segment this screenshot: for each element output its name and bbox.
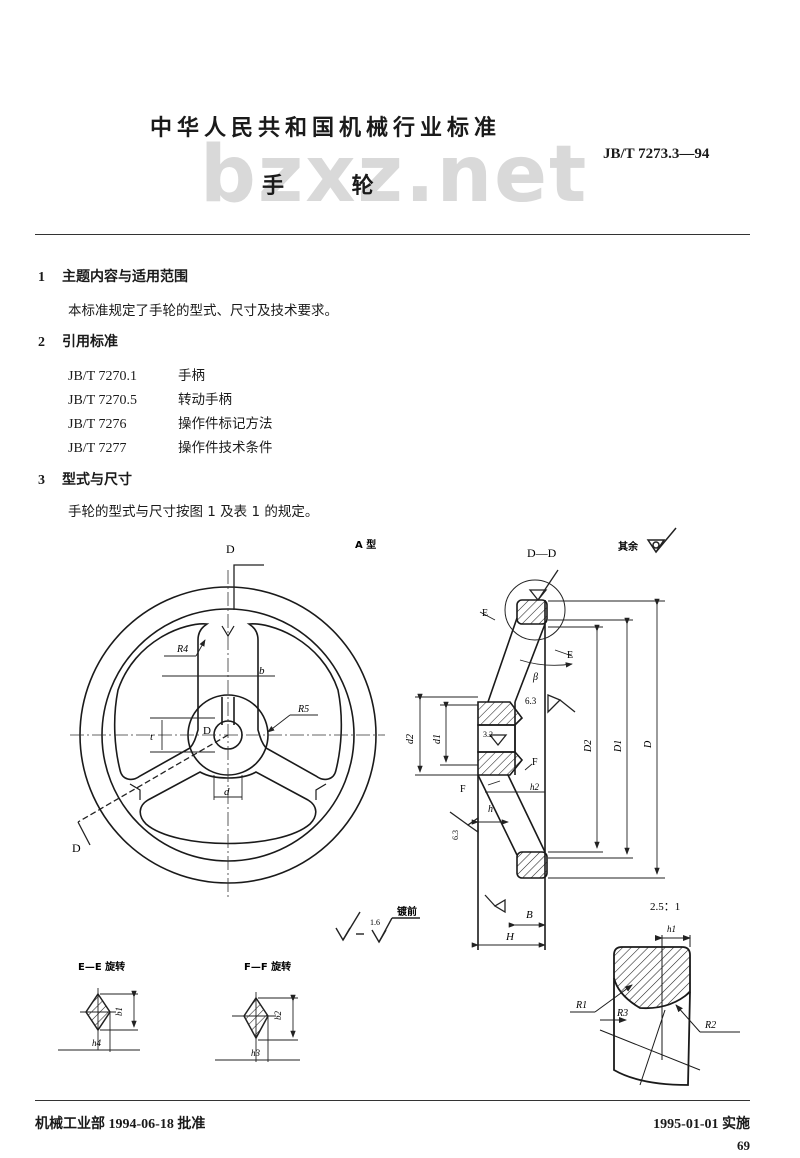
section-number: 2 <box>38 335 45 350</box>
dim-B: B <box>526 909 533 921</box>
dim-R5: R5 <box>297 704 309 715</box>
section-3-body: 手轮的型式与尺寸按图 1 及表 1 的规定。 <box>68 504 319 520</box>
dim-D2: D2 <box>583 740 594 753</box>
standard-number: JB/T 7273.3—94 <box>603 146 710 162</box>
dim-d: d <box>224 786 230 798</box>
document-title: 手 轮 <box>262 174 374 199</box>
reference-item: JB/T 7270.1 手柄 <box>68 364 205 385</box>
section-title: 引用标准 <box>62 334 118 350</box>
dim-h2: h2 <box>530 782 540 792</box>
reference-name: 转动手柄 <box>178 392 232 408</box>
dim-h: h <box>488 804 493 815</box>
section-1-heading: 1 主题内容与适用范围 <box>38 266 188 286</box>
reference-code: JB/T 7270.1 <box>68 369 137 384</box>
roughness-note-value: 1.6 <box>370 918 380 927</box>
section-1-body: 本标准规定了手轮的型式、尺寸及技术要求。 <box>68 303 338 319</box>
roughness-6-3: 6.3 <box>525 696 537 706</box>
section-dd-label: D—D <box>527 546 557 560</box>
approval-date: 机械工业部 1994-06-18 批准 <box>35 1117 206 1132</box>
ee-section-title: E—E 旋转 <box>78 960 125 973</box>
dim-d1: d1 <box>432 734 443 744</box>
ee-dim-h4: h4 <box>92 1038 102 1048</box>
header-divider <box>35 234 750 235</box>
reference-item: JB/T 7276 操作件标记方法 <box>68 412 273 433</box>
reference-item: JB/T 7277 操作件技术条件 <box>68 436 273 457</box>
section-3-heading: 3 型式与尺寸 <box>38 469 132 489</box>
ff-dim-h3: h3 <box>251 1048 261 1058</box>
hole-D-label: D <box>203 725 211 737</box>
reference-name: 操作件技术条件 <box>178 440 273 456</box>
page-number: 69 <box>737 1138 750 1153</box>
reference-item: JB/T 7270.5 转动手柄 <box>68 388 232 409</box>
dim-H: H <box>505 931 515 943</box>
dim-D1: D1 <box>613 740 624 753</box>
section-number: 3 <box>38 473 45 488</box>
section-number: 1 <box>38 270 45 285</box>
ee-section-shape <box>58 988 140 1052</box>
label-E-top: E <box>482 608 488 619</box>
roughness-side-6-3: 6.3 <box>451 830 460 840</box>
detail-dim-h1: h1 <box>667 924 676 934</box>
rest-roughness-label: 其余 <box>618 540 639 553</box>
ff-section-title: F—F 旋转 <box>244 960 291 973</box>
dim-D: D <box>643 740 654 749</box>
detail-dim-R2: R2 <box>704 1020 716 1031</box>
angle-beta: β <box>532 672 538 683</box>
roughness-symbol-icon <box>646 527 677 554</box>
detail-dim-R1: R1 <box>575 1000 587 1011</box>
reference-name: 手柄 <box>178 368 205 384</box>
label-E-bottom: E <box>567 650 573 661</box>
reference-code: JB/T 7277 <box>68 441 127 456</box>
section-title: 型式与尺寸 <box>62 472 132 488</box>
detail-view-shape <box>570 935 740 1086</box>
cut-line-dd <box>77 564 264 846</box>
issuing-body-title: 中华人民共和国机械行业标准 <box>150 116 502 141</box>
effective-date: 1995-01-01 实施 <box>653 1117 750 1132</box>
roughness-3-2: 3.2 <box>483 730 493 739</box>
section-2-heading: 2 引用标准 <box>38 331 118 351</box>
label-F-left: F <box>460 784 466 795</box>
cut-marker-bottom: D <box>72 841 81 855</box>
dim-d2: d2 <box>405 734 416 744</box>
ff-dim-b2: b2 <box>273 1011 283 1021</box>
dim-b: b <box>259 665 265 677</box>
ff-section-shape <box>215 992 300 1062</box>
detail-scale: 2.5：1 <box>650 901 680 913</box>
cut-marker-top: D <box>226 542 235 556</box>
footer-divider <box>35 1100 750 1101</box>
type-label: A 型 <box>355 538 376 551</box>
section-view <box>477 599 548 950</box>
reference-code: JB/T 7270.5 <box>68 393 137 408</box>
roughness-note-symbols <box>335 911 420 944</box>
roughness-marks <box>449 569 576 914</box>
reference-name: 操作件标记方法 <box>178 416 273 432</box>
section-title: 主题内容与适用范围 <box>62 269 188 285</box>
ee-dim-b1: b1 <box>114 1007 124 1016</box>
roughness-note-text: 镀前 <box>397 905 417 918</box>
detail-circle <box>504 579 566 641</box>
dim-R4: R4 <box>176 644 188 655</box>
label-F-right: F <box>532 757 538 768</box>
reference-code: JB/T 7276 <box>68 417 127 432</box>
detail-dim-R3: R3 <box>616 1008 628 1019</box>
watermark: bzxz.net <box>200 130 589 220</box>
dim-t: t <box>150 731 154 743</box>
